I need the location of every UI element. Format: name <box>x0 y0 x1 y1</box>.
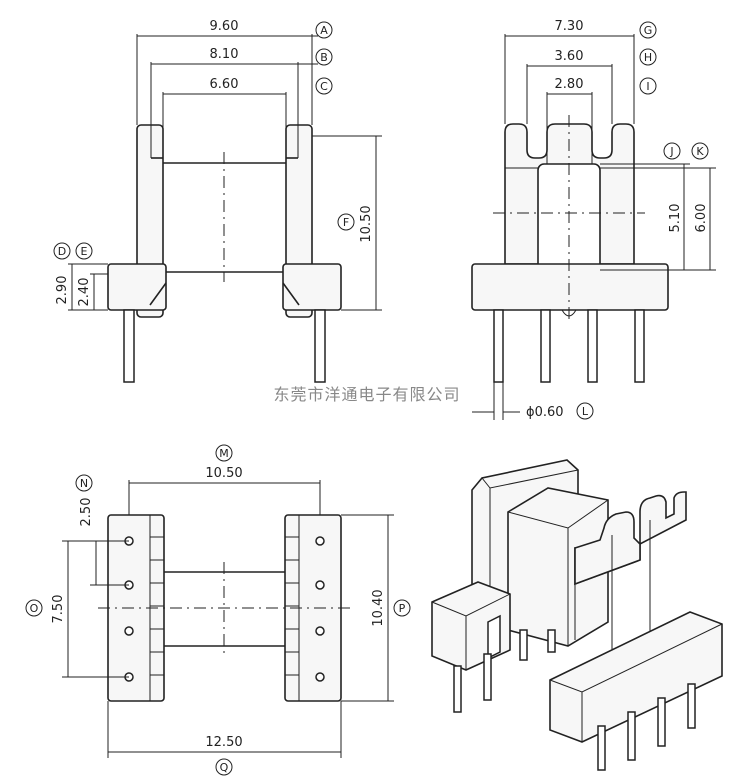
label-e: E <box>81 245 88 258</box>
iso-pin-6 <box>627 711 636 761</box>
dim-7-30: 7.30 <box>555 19 584 34</box>
hole-r4 <box>315 672 325 682</box>
dim-2-50: 2.50 <box>79 498 94 527</box>
dim-12-50: 12.50 <box>205 735 242 750</box>
iso-pin-4 <box>547 629 556 653</box>
hole-l3 <box>124 626 134 636</box>
iso-pin-7 <box>657 697 666 747</box>
right-base <box>282 263 342 311</box>
dim-10-50: 10.50 <box>359 205 374 242</box>
label-n: N <box>80 477 88 490</box>
dim-7-50: 7.50 <box>51 595 66 624</box>
label-o: O <box>30 602 39 615</box>
side-pin-4 <box>634 309 645 383</box>
hole-r3 <box>315 626 325 636</box>
side-pin-2 <box>540 309 551 383</box>
front-view: 9.60 8.10 6.60 A B C 10.50 F 2.90 2.40 D… <box>53 19 382 383</box>
iso-pin-8 <box>687 683 696 729</box>
bottom-view: 10.50 M 2.50 N 7.50 O 10.40 P 12.50 Q <box>25 444 411 776</box>
label-f: F <box>343 216 349 229</box>
dim-3-60: 3.60 <box>555 49 584 64</box>
label-g: G <box>644 24 653 37</box>
dim-2-90: 2.90 <box>55 276 70 305</box>
label-q: Q <box>220 761 229 774</box>
iso-pin-1 <box>453 665 462 713</box>
side-pin-1 <box>493 309 504 383</box>
iso-comb-left <box>574 511 641 586</box>
iso-notch <box>487 614 501 660</box>
isometric-view <box>431 459 723 771</box>
left-base <box>107 263 167 311</box>
hole-r1 <box>315 536 325 546</box>
iso-pin-2 <box>483 653 492 701</box>
company-watermark: 东莞市洋通电子有限公司 <box>273 385 460 404</box>
label-d: D <box>58 245 66 258</box>
label-h: H <box>644 51 652 64</box>
dim-6-60: 6.60 <box>210 77 239 92</box>
dim-pin-dia: ϕ0.60 <box>526 405 564 420</box>
right-pin <box>314 309 326 383</box>
side-base <box>471 263 669 311</box>
label-b: B <box>320 51 328 64</box>
label-l: L <box>582 405 589 418</box>
hole-r2 <box>315 580 325 590</box>
label-j: J <box>669 145 673 158</box>
label-i: I <box>646 80 649 93</box>
label-p: P <box>399 602 406 615</box>
dim-10-40: 10.40 <box>371 589 386 626</box>
dim-9-60: 9.60 <box>210 19 239 34</box>
dim-8-10: 8.10 <box>210 47 239 62</box>
dim-5-10: 5.10 <box>668 204 683 233</box>
label-c: C <box>320 80 328 93</box>
side-view: 7.30 3.60 2.80 G H I 5.10 6.00 J K ϕ0.60… <box>471 19 716 420</box>
label-k: K <box>696 145 704 158</box>
label-m: M <box>219 447 229 460</box>
left-pin <box>123 309 135 383</box>
dim-6-00: 6.00 <box>694 204 709 233</box>
dim-bottom-10-50: 10.50 <box>205 466 242 481</box>
dim-2-40: 2.40 <box>77 278 92 307</box>
label-a: A <box>320 24 328 37</box>
iso-pin-3 <box>519 629 528 661</box>
side-pin-3 <box>587 309 598 383</box>
dim-2-80: 2.80 <box>555 77 584 92</box>
iso-pin-5 <box>597 725 606 771</box>
